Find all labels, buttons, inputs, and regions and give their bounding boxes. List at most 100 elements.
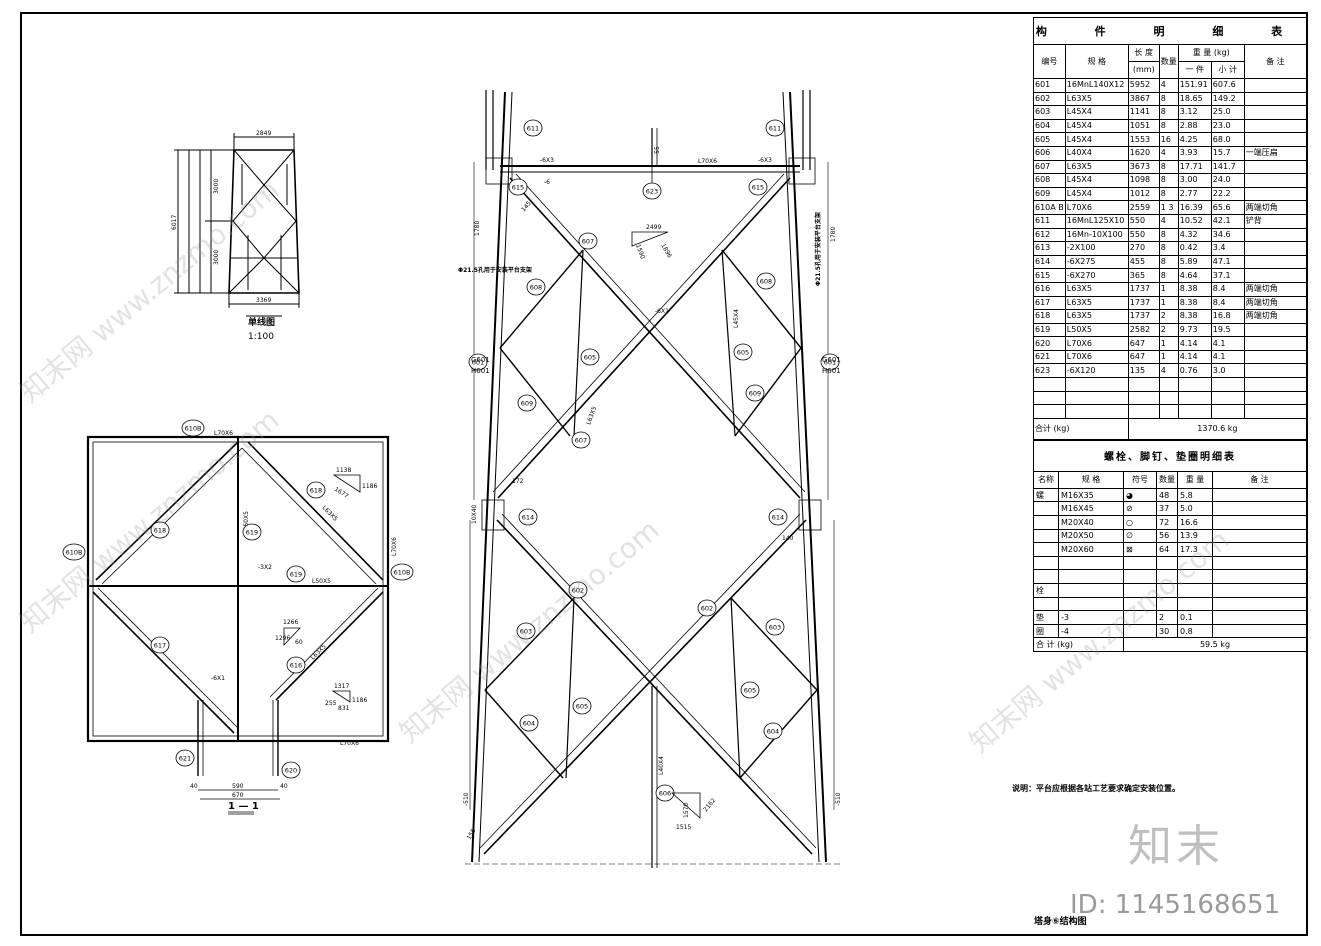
member-cell-no: 606	[1033, 145, 1066, 161]
member-cell-sub: 141.7	[1210, 159, 1245, 175]
member-cell-rm	[1243, 186, 1308, 202]
member-cell-sub: 3.0	[1210, 363, 1245, 379]
member-cell-rm	[1243, 336, 1308, 351]
member-callout-label: 604	[767, 728, 779, 736]
tower-note-left: Φ21.5孔用于安装平台支架	[458, 266, 532, 274]
member-cell-len: 270	[1127, 241, 1160, 256]
member-cell-qty: 1	[1158, 295, 1179, 311]
bolt-cell-sym: ○	[1123, 515, 1157, 530]
member-cell-spec: L45X4	[1064, 173, 1129, 188]
member-cell-sub: 607.6	[1210, 78, 1245, 93]
bolt-header-symbol: 符号	[1123, 470, 1157, 489]
header-spec: 规 格	[1064, 44, 1129, 79]
member-callout-label: 614	[772, 514, 784, 522]
member-callout-label: 618	[310, 487, 322, 495]
bolt-table-title: 螺栓、脚钉、垫圈明细表	[1033, 439, 1307, 472]
bolt-cell-spec: M20X50	[1058, 528, 1124, 544]
member-cell-rm	[1243, 78, 1308, 93]
member-cell-one: 9.73	[1177, 322, 1212, 338]
tower-code-left-a: G601	[471, 356, 490, 364]
bolt-cell-group: 圈	[1033, 623, 1059, 639]
member-cell-sub: 68.0	[1210, 132, 1245, 147]
header-length: 长 度	[1127, 44, 1160, 62]
member-callout-label: 607	[582, 238, 594, 246]
member-cell-one: 0.42	[1177, 241, 1212, 256]
tower-triangles	[631, 231, 701, 819]
member-callout-label: 609	[749, 390, 761, 398]
member-callout-circle	[740, 681, 760, 699]
member-callout-circle	[286, 565, 306, 583]
member-cell-qty: 1	[1158, 349, 1179, 365]
member-cell-one: 10.52	[1177, 213, 1212, 229]
member-cell-qty: 4	[1158, 145, 1179, 161]
member-cell-len: 550	[1127, 227, 1160, 243]
member-cell-spec: L45X4	[1064, 186, 1129, 202]
member-cell-spec: L40X4	[1064, 145, 1129, 161]
member-cell-no: 614	[1033, 254, 1066, 270]
member-cell-len: 2559	[1127, 200, 1160, 215]
section-dim-right: 40	[280, 783, 288, 790]
member-cell-no: 607	[1033, 159, 1066, 175]
member-cell-len: 1737	[1127, 281, 1160, 297]
section-tri-b-b: 1296	[275, 635, 290, 642]
member-callout-circle	[175, 749, 195, 767]
member-cell-spec: -6X270	[1064, 268, 1129, 283]
member-cell-no: 620	[1033, 336, 1066, 351]
tower-structure	[465, 90, 840, 868]
member-cell-one: 2.88	[1177, 118, 1212, 134]
member-cell-qty: 8	[1158, 105, 1179, 120]
member-cell-sub: 16.8	[1210, 309, 1245, 324]
member-cell-sub: 37.1	[1210, 268, 1245, 283]
member-cell-rm	[1243, 363, 1308, 379]
member-callout-label: 609	[521, 400, 533, 408]
section-tri-c-c: 255	[325, 700, 337, 707]
member-callout-label: 617	[154, 642, 166, 650]
member-callout-circle	[281, 761, 301, 779]
section-plate2: -6X1	[211, 675, 225, 682]
member-callout-circle	[572, 697, 592, 715]
member-cell-spec: L70X6	[1064, 336, 1129, 351]
member-cell-qty: 8	[1158, 91, 1179, 107]
member-cell-rm	[1243, 241, 1308, 256]
tower-tri-bottom-a: 1570	[683, 803, 690, 818]
member-callout-circle	[756, 272, 776, 290]
member-cell-spec: L50X5	[1064, 322, 1129, 338]
member-callout-circle	[580, 348, 600, 366]
member-cell-rm: 两端切角	[1243, 295, 1308, 311]
member-cell-len: 1553	[1127, 132, 1160, 147]
header-weight-sub: 小 计	[1210, 61, 1245, 79]
member-callout-circle	[820, 353, 840, 371]
member-cell-rm: 一端压扁	[1243, 145, 1308, 161]
member-callout-circle	[519, 714, 539, 732]
member-callout-label: 601	[472, 359, 484, 367]
member-callout-label: 611	[769, 125, 781, 133]
table-row-empty	[1033, 404, 1308, 419]
section-dim-inner: 590	[232, 783, 244, 790]
bolt-cell-group: 螺	[1033, 487, 1059, 503]
member-cell-one: 3.12	[1177, 105, 1212, 120]
member-cell-one: 3.00	[1177, 173, 1212, 188]
section-right-member: L70X6	[391, 537, 398, 556]
member-callout-label: 605	[584, 354, 596, 362]
member-cell-spec: L45X4	[1064, 132, 1129, 147]
tower-bolt-a: 10X40	[471, 504, 478, 524]
section-tri-a-a: 1138	[336, 467, 351, 474]
member-cell-qty: 2	[1158, 322, 1179, 338]
bolt-cell-qty: 37	[1156, 501, 1178, 517]
drawing-frame	[20, 12, 1308, 936]
member-callout-label: 603	[520, 628, 532, 636]
member-callout-label: 610B	[394, 569, 411, 577]
member-callout-label: 608	[530, 284, 542, 292]
member-callout-label: 607	[575, 437, 587, 445]
section-diag-b: L63X5	[309, 643, 327, 661]
bolt-cell-w: 0.8	[1177, 623, 1213, 639]
bolt-cell-group	[1033, 555, 1059, 571]
